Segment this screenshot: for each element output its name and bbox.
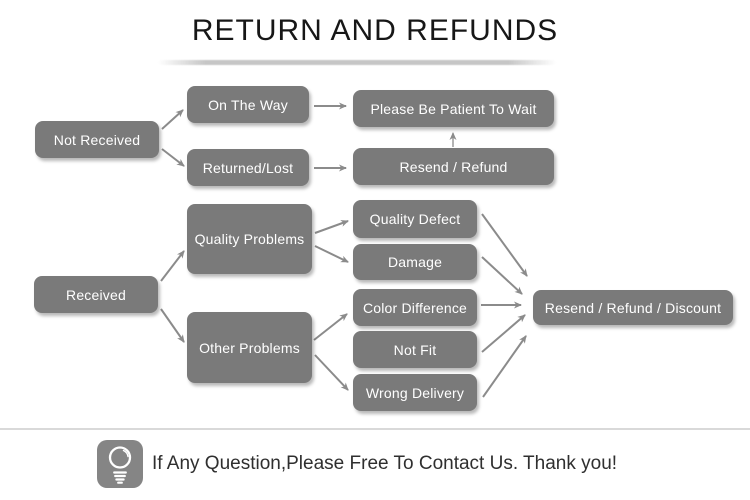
arrow-received-to-quality-problems (160, 250, 185, 282)
node-please-be-patient-to-wait: Please Be Patient To Wait (353, 90, 554, 127)
contact-message: If Any Question,Please Free To Contact U… (152, 453, 618, 474)
node-not-fit: Not Fit (353, 331, 477, 368)
page-title: RETURN AND REFUNDS (191, 14, 559, 47)
arrow-other-problems-to-color-difference (313, 313, 348, 341)
arrow-quality-defect-to-discount (481, 213, 528, 277)
light-bulb-icon (97, 440, 143, 488)
arrow-quality-problems-to-damage (314, 245, 349, 263)
node-wrong-delivery: Wrong Delivery (353, 374, 477, 411)
arrow-received-to-other-problems (160, 308, 185, 343)
node-quality-defect: Quality Defect (353, 200, 477, 238)
node-received: Received (34, 276, 158, 313)
arrow-not-received-to-on-the-way (161, 109, 184, 130)
node-returned-lost: Returned/Lost (187, 149, 309, 186)
node-quality-problems: Quality Problems (187, 204, 312, 274)
title-divider (158, 60, 556, 65)
node-on-the-way: On The Way (187, 86, 309, 123)
arrow-other-problems-to-wrong-delivery (314, 354, 349, 391)
node-damage: Damage (353, 244, 477, 280)
arrow-not-fit-to-discount (481, 314, 526, 353)
arrow-quality-problems-to-quality-defect (314, 220, 349, 234)
node-not-received: Not Received (35, 121, 159, 158)
node-other-problems: Other Problems (187, 312, 312, 383)
arrow-not-received-to-returned-lost (161, 148, 185, 167)
arrow-wrong-delivery-to-discount (482, 335, 527, 398)
arrow-damage-to-discount (481, 256, 523, 295)
node-resend-refund-discount: Resend / Refund / Discount (533, 290, 733, 325)
footer-divider (0, 428, 750, 430)
node-resend-refund: Resend / Refund (353, 148, 554, 185)
node-color-difference: Color Difference (353, 289, 477, 326)
